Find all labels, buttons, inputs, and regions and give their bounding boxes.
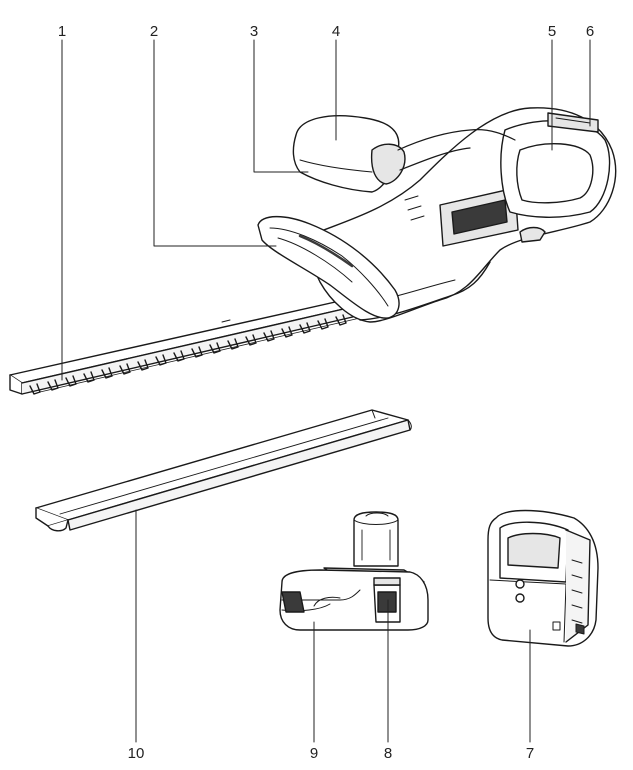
- callout-8: 8: [383, 745, 393, 762]
- callout-9: 9: [309, 745, 319, 762]
- callout-10: 10: [127, 745, 145, 762]
- blade-cover: [35, 409, 412, 532]
- callout-5: 5: [547, 23, 557, 40]
- callout-3: 3: [249, 23, 259, 40]
- hedge-trimmer: [9, 107, 617, 395]
- rear-handle: [500, 112, 611, 218]
- callout-6: 6: [585, 23, 595, 40]
- leader-3: [253, 39, 309, 173]
- callout-4: 4: [331, 23, 341, 40]
- battery-pack: [279, 511, 429, 631]
- callout-2: 2: [149, 23, 159, 40]
- front-handle: [292, 115, 516, 193]
- callout-7: 7: [525, 745, 535, 762]
- blade: [9, 295, 375, 395]
- callout-1: 1: [57, 23, 67, 40]
- leader-lines: [61, 39, 591, 743]
- leader-2: [153, 39, 277, 247]
- hand-guard: [257, 215, 400, 319]
- charger: [487, 509, 599, 647]
